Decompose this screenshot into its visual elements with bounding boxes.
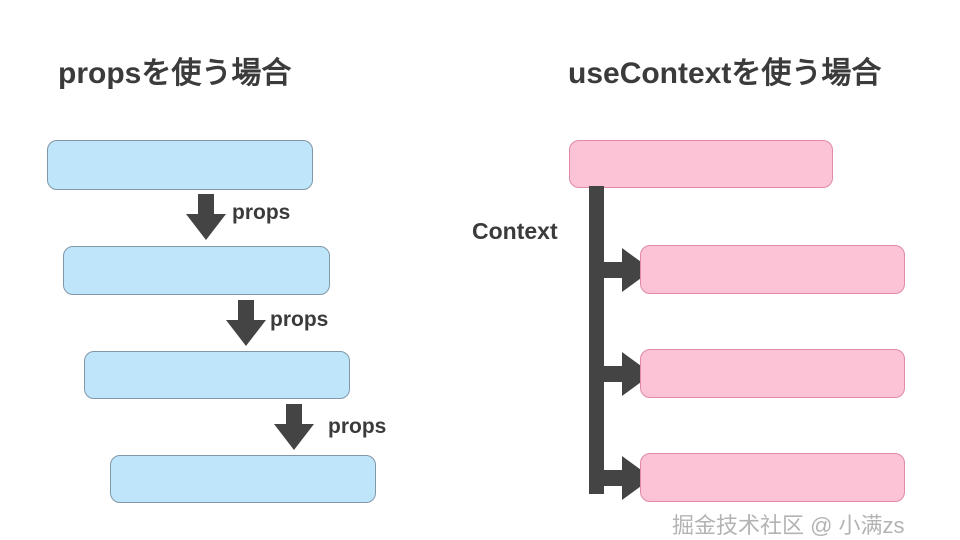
right-panel-title: useContextを使う場合 <box>568 57 882 90</box>
pink-box-2[interactable] <box>640 245 905 294</box>
left-panel-title: propsを使う場合 <box>58 57 292 90</box>
arrow-head <box>226 320 266 346</box>
pink-box-3[interactable] <box>640 349 905 398</box>
props-label-1: props <box>232 201 291 224</box>
watermark-text: 掘金技术社区 @ 小满zs <box>672 513 905 538</box>
props-label-2: props <box>270 308 329 331</box>
context-label: Context <box>472 218 558 244</box>
context-trunk-line <box>589 186 604 494</box>
arrow-head <box>186 214 226 240</box>
pink-box-1[interactable] <box>569 140 833 188</box>
props-arrow-3 <box>274 404 314 450</box>
blue-box-4[interactable] <box>110 455 376 503</box>
arrow-head <box>274 424 314 450</box>
props-arrow-1 <box>186 194 226 240</box>
arrow-shaft <box>238 300 254 322</box>
blue-box-1[interactable] <box>47 140 313 190</box>
props-label-3: props <box>328 415 387 438</box>
arrow-shaft <box>596 262 626 278</box>
arrow-shaft <box>596 366 626 382</box>
arrow-shaft <box>286 404 302 426</box>
blue-box-3[interactable] <box>84 351 350 399</box>
pink-box-4[interactable] <box>640 453 905 502</box>
arrow-shaft <box>198 194 214 216</box>
blue-box-2[interactable] <box>63 246 330 295</box>
props-arrow-2 <box>226 300 266 346</box>
arrow-shaft <box>596 470 626 486</box>
